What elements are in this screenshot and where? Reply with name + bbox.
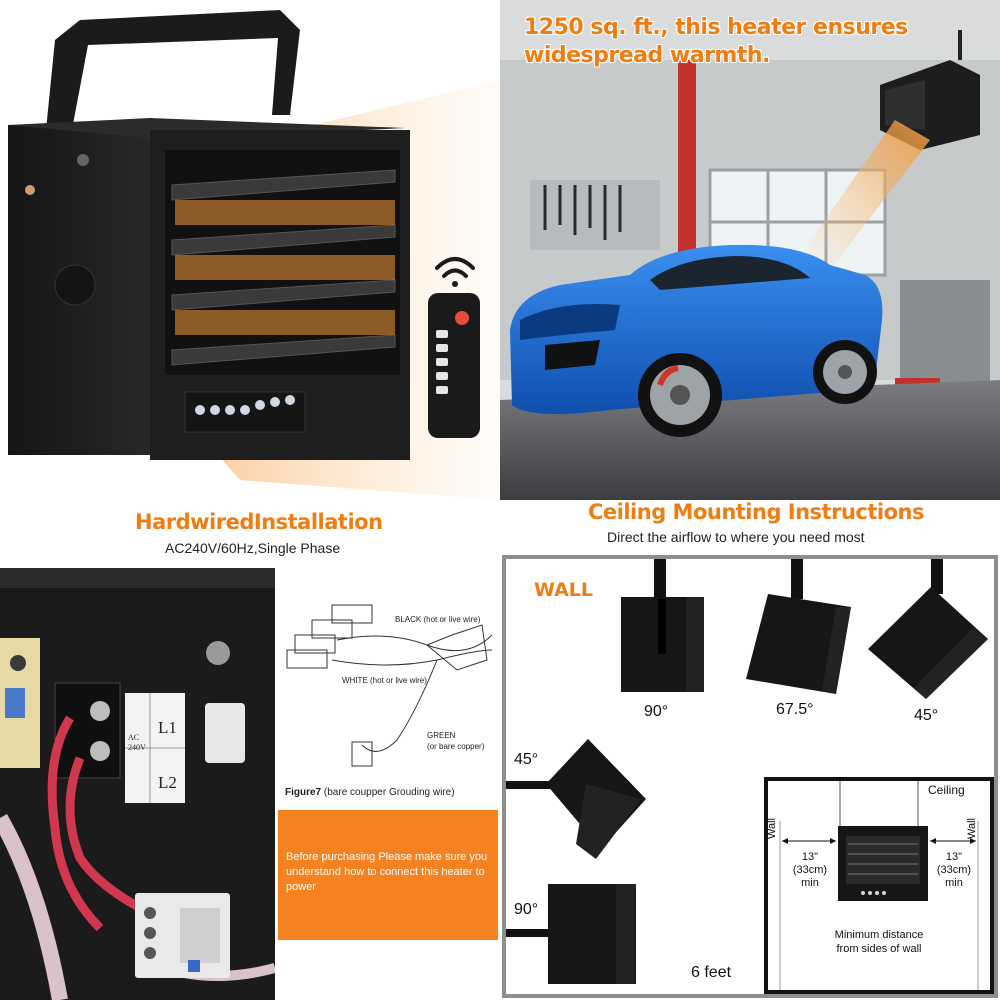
garage-headline-line2: widespread warmth. xyxy=(524,43,770,68)
wire-diagram-illustration xyxy=(286,604,493,767)
garage-headline-line1: 1250 sq. ft., this heater ensures xyxy=(524,15,908,40)
terminal-label-l2: L2 xyxy=(158,773,177,792)
ceiling-mounting-panel: Ceiling Mounting Instructions Direct the… xyxy=(500,500,1000,1000)
terminal-label-l1: L1 xyxy=(158,718,177,737)
wiring-photo: L1 L2 AC 240V xyxy=(0,568,277,1000)
mounting-diagram-frame: WALL 90° 67.5° 45° 45° 90° 6 feet xyxy=(502,555,998,998)
left-distance-min: min xyxy=(801,877,819,889)
garage-headline: 1250 sq. ft., this heater ensures widesp… xyxy=(524,14,908,70)
inset-ceiling-label: Ceiling xyxy=(928,783,965,797)
minimum-distance-inset: Ceiling Wall Wall 13" (33cm) min 13" (33… xyxy=(764,777,994,994)
mounting-angles-illustration xyxy=(506,559,988,984)
purchase-notice-text: Before purchasing Please make sure you u… xyxy=(286,851,488,893)
angle-label-45-top: 45° xyxy=(914,707,939,724)
white-wire-text: WHITE xyxy=(342,676,368,685)
figure-caption: Figure7 (bare coupper Grouding wire) xyxy=(285,787,455,798)
hardwired-installation-panel: HardwiredInstallation AC240V/60Hz,Single… xyxy=(0,500,500,1000)
left-distance-cm: (33cm) xyxy=(792,864,828,876)
diagram-white-label: WHITE (hot or live wire) xyxy=(342,676,427,685)
green-wire-note: (or bare copper) xyxy=(427,742,485,751)
inset-left-distance: 13" (33cm) min xyxy=(790,851,830,890)
angle-label-45-left: 45° xyxy=(514,751,539,768)
heater-illustration xyxy=(8,10,500,500)
figure-caption-label: Figure7 xyxy=(285,787,322,798)
garage-illustration xyxy=(500,0,1000,500)
installation-subtitle: AC240V/60Hz,Single Phase xyxy=(165,540,341,556)
right-distance-min: min xyxy=(945,877,963,889)
angle-label-90-top: 90° xyxy=(644,703,669,720)
signal-icon xyxy=(435,257,475,278)
angle-label-90-left: 90° xyxy=(514,901,539,918)
right-distance-cm: (33cm) xyxy=(936,864,972,876)
angle-label-67-5: 67.5° xyxy=(776,701,814,718)
mounting-subtitle: Direct the airflow to where you need mos… xyxy=(607,529,865,545)
garage-scene-panel: 1250 sq. ft., this heater ensures widesp… xyxy=(500,0,1000,500)
diagram-green-label: GREEN (or bare copper) xyxy=(427,730,484,752)
wiring-diagram: BLACK (hot or live wire) WHITE (hot or l… xyxy=(277,590,500,790)
inset-wall-left-label: Wall xyxy=(766,818,778,839)
terminal-block-illustration xyxy=(0,568,277,1000)
black-wire-note: (hot or live wire) xyxy=(423,615,481,624)
inset-wall-right-label: Wall xyxy=(966,818,978,839)
left-distance-inches: 13" xyxy=(801,851,819,863)
installation-title: HardwiredInstallation xyxy=(135,510,383,534)
figure-caption-text: (bare coupper Grouding wire) xyxy=(323,787,455,798)
white-wire-note: (hot or live wire) xyxy=(370,676,427,685)
mounting-title: Ceiling Mounting Instructions xyxy=(588,500,924,524)
wall-label: WALL xyxy=(534,579,594,601)
clearance-diagram xyxy=(779,781,979,990)
black-wire-text: BLACK xyxy=(395,615,422,624)
right-distance-inches: 13" xyxy=(945,851,963,863)
purchase-notice-box: Before purchasing Please make sure you u… xyxy=(278,810,498,940)
diagram-black-label: BLACK (hot or live wire) xyxy=(395,615,480,624)
heater-product-panel xyxy=(0,0,500,500)
terminal-voltage-label: AC 240V xyxy=(128,733,146,752)
inset-note: Minimum distance from sides of wall xyxy=(798,928,960,956)
inset-right-distance: 13" (33cm) min xyxy=(932,851,976,890)
inset-note-line2: from sides of wall xyxy=(836,943,922,955)
green-wire-text: GREEN xyxy=(427,731,456,740)
inset-note-line1: Minimum distance xyxy=(834,929,924,941)
mounting-height-label: 6 feet xyxy=(691,964,732,981)
